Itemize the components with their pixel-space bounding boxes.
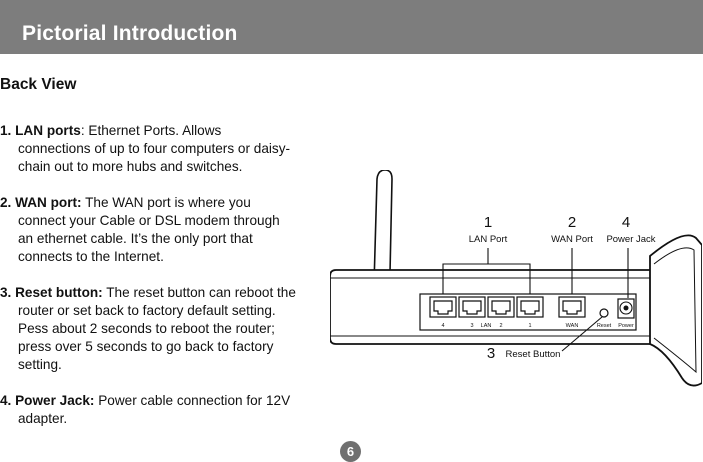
item-text: Pess about 2 seconds to reboot the route… (18, 321, 275, 336)
panel-label-3: 3 (470, 323, 473, 329)
panel-label-wan: WAN (566, 323, 579, 329)
panel-label-lan: LAN (481, 323, 492, 329)
header-bar: Pictorial Introduction (0, 0, 703, 54)
item-text: connects to the Internet. (18, 249, 164, 264)
callout-label-power: Power Jack (606, 234, 655, 245)
item-label: 1. LAN ports (0, 123, 81, 138)
callout-number-reset: 3 (487, 345, 495, 362)
item-text: The reset button can reboot the (106, 285, 296, 300)
panel-label-power: Power (618, 323, 634, 329)
reset-button (599, 308, 609, 318)
item-text: connect your Cable or DSL modem through (18, 213, 280, 228)
page-title: Pictorial Introduction (22, 22, 238, 45)
item-text: setting. (18, 357, 62, 372)
page-number-badge: 6 (340, 441, 361, 462)
item-text: Ethernet Ports. Allows (88, 123, 222, 138)
callout-number-lan: 1 (484, 214, 492, 231)
callout-label-wan: WAN Port (551, 234, 593, 245)
router-stand (649, 234, 702, 387)
item-label: 4. Power Jack: (0, 393, 95, 408)
item-text: The WAN port is where you (85, 195, 251, 210)
list-item-reset-button: 3. Reset button: The reset button can re… (0, 284, 318, 374)
panel-label-reset: Reset (597, 323, 612, 329)
router-back-diagram: 4 3 LAN 2 1 WAN Reset Power 1 LAN Port 2… (330, 170, 702, 387)
panel-label-1: 1 (528, 323, 531, 329)
item-text: chain out to more hubs and switches. (18, 159, 243, 174)
item-text: an ethernet cable. It’s the only port th… (18, 231, 253, 246)
panel-label-2: 2 (499, 323, 502, 329)
item-text: connections of up to four computers or d… (18, 141, 291, 156)
callout-number-power: 4 (622, 214, 630, 231)
item-label: 3. Reset button: (0, 285, 103, 300)
list-item-power-jack: 4. Power Jack: Power cable connection fo… (0, 392, 318, 428)
section-title: Back View (0, 76, 77, 93)
item-text: Power cable connection for 12V (98, 393, 291, 408)
callout-label-reset: Reset Button (506, 349, 561, 360)
item-label: 2. WAN port: (0, 195, 82, 210)
callout-number-wan: 2 (568, 214, 576, 231)
lan-ports (429, 296, 544, 318)
list-item-lan-ports: 1. LAN ports: Ethernet Ports. Allows con… (0, 122, 318, 176)
description-list: 1. LAN ports: Ethernet Ports. Allows con… (0, 122, 318, 446)
item-text: adapter. (18, 411, 68, 426)
callout-label-lan: LAN Port (469, 234, 508, 245)
item-text: press over 5 seconds to go back to facto… (18, 339, 274, 354)
panel-label-4: 4 (441, 323, 444, 329)
item-text: router or set back to factory default se… (18, 303, 276, 318)
list-item-wan-port: 2. WAN port: The WAN port is where you c… (0, 194, 318, 266)
